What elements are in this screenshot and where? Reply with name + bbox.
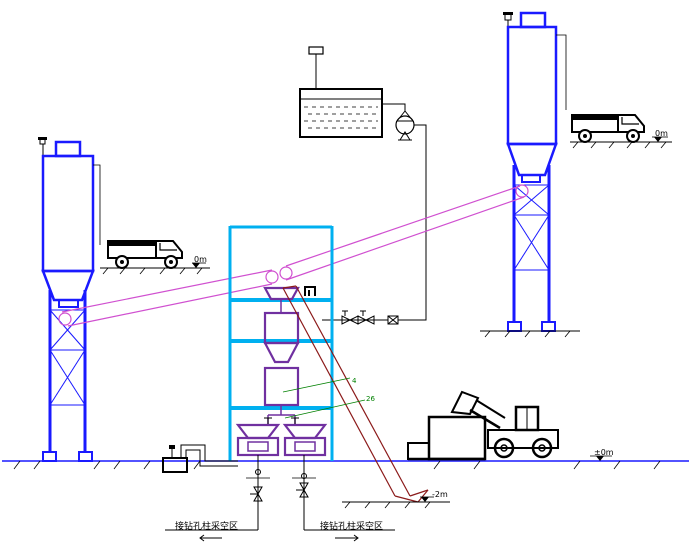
outlet-pipes	[165, 455, 395, 542]
inclined-conveyor	[282, 285, 429, 503]
right-truck-level-label: 0m	[655, 129, 668, 138]
outlet-left-label: 接钻孔柱采空区	[175, 520, 238, 532]
ground-level-label: ±0m	[594, 448, 614, 457]
water-tank	[299, 46, 406, 138]
pit-level	[342, 496, 450, 509]
right-truck-icon	[570, 114, 672, 149]
mixer-valves	[264, 417, 299, 424]
pump-icon	[395, 110, 427, 321]
left-silo	[38, 137, 101, 462]
loader-icon	[450, 390, 559, 459]
ground-level-marker	[590, 455, 612, 461]
left-conveyor	[58, 269, 279, 327]
right-silo	[480, 11, 580, 338]
callouts	[282, 377, 366, 419]
gauge-left-icon	[255, 469, 261, 475]
left-truck-icon	[100, 240, 210, 275]
right-conveyor	[279, 184, 529, 281]
additive-tank	[162, 444, 238, 473]
outlet-right-label: 接钻孔柱采空区	[320, 520, 383, 532]
pit-depth-label: -2m	[432, 490, 448, 499]
left-truck-level-label: 0m	[194, 255, 207, 264]
ground-hatching	[13, 460, 661, 470]
mixing-tower-frame	[228, 225, 334, 461]
callout-4: 4	[352, 377, 357, 385]
mixer-equipment	[235, 286, 328, 457]
bracket-icon	[304, 286, 316, 296]
callout-26: 26	[366, 395, 375, 403]
feed-hopper	[407, 415, 487, 461]
gauge-right-icon	[301, 473, 307, 479]
